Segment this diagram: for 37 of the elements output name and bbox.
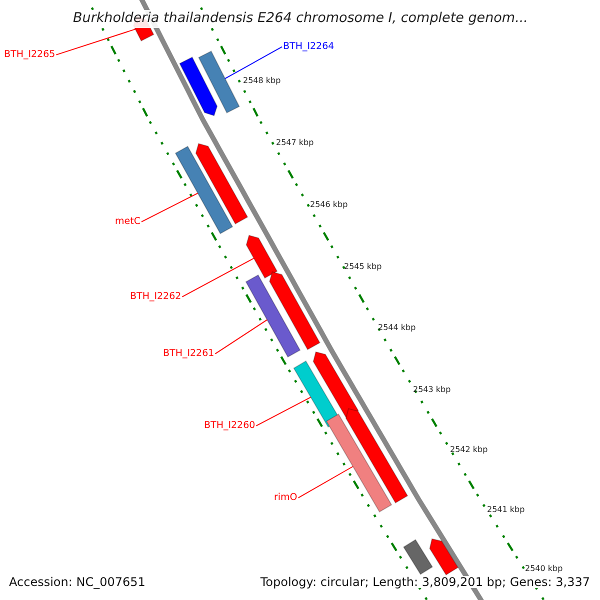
genome-info-text: Topology: circular; Length: 3,809,201 bp; Genes: 3,337	[260, 576, 590, 588]
gene-label: BTH_I2260	[204, 421, 256, 430]
scale-label: 2548 kbp	[243, 77, 281, 85]
gene-label: metC	[115, 217, 140, 226]
gene-feature	[269, 271, 320, 350]
scale-label: 2540 kbp	[525, 565, 563, 573]
leader-line	[56, 28, 136, 56]
leader-line	[182, 258, 254, 298]
gene-label: rimO	[274, 493, 298, 502]
leader-line	[214, 319, 268, 354]
gene-feature	[195, 142, 248, 225]
scale-label: 2545 kbp	[344, 263, 382, 271]
gene-feature	[312, 351, 359, 418]
scale-label: 2544 kbp	[378, 324, 416, 332]
gene-label: BTH_I2261	[163, 349, 214, 358]
leader-line	[256, 396, 312, 426]
gene-feature	[326, 413, 392, 513]
gene-feature	[402, 539, 434, 575]
scale-label: 2547 kbp	[276, 139, 314, 147]
accession-text: Accession: NC_007651	[9, 576, 146, 588]
gene-feature	[174, 146, 234, 234]
gene-label: BTH_I2264	[283, 42, 334, 52]
scale-label: 2546 kbp	[310, 201, 348, 209]
scale-label: 2541 kbp	[487, 506, 525, 514]
leader-line	[224, 46, 282, 80]
gene-feature	[179, 56, 218, 116]
leader-line	[141, 192, 198, 222]
gene-feature	[345, 408, 408, 504]
gene-feature	[429, 538, 459, 576]
scale-label: 2542 kbp	[450, 446, 488, 454]
gene-label: BTH_I2262	[130, 292, 182, 302]
leader-line	[298, 466, 354, 498]
gene-feature	[245, 274, 301, 358]
gene-feature	[246, 234, 278, 279]
gene-feature	[198, 50, 240, 114]
scale-label: 2543 kbp	[413, 386, 451, 394]
gene-label: BTH_I2265	[4, 50, 56, 60]
